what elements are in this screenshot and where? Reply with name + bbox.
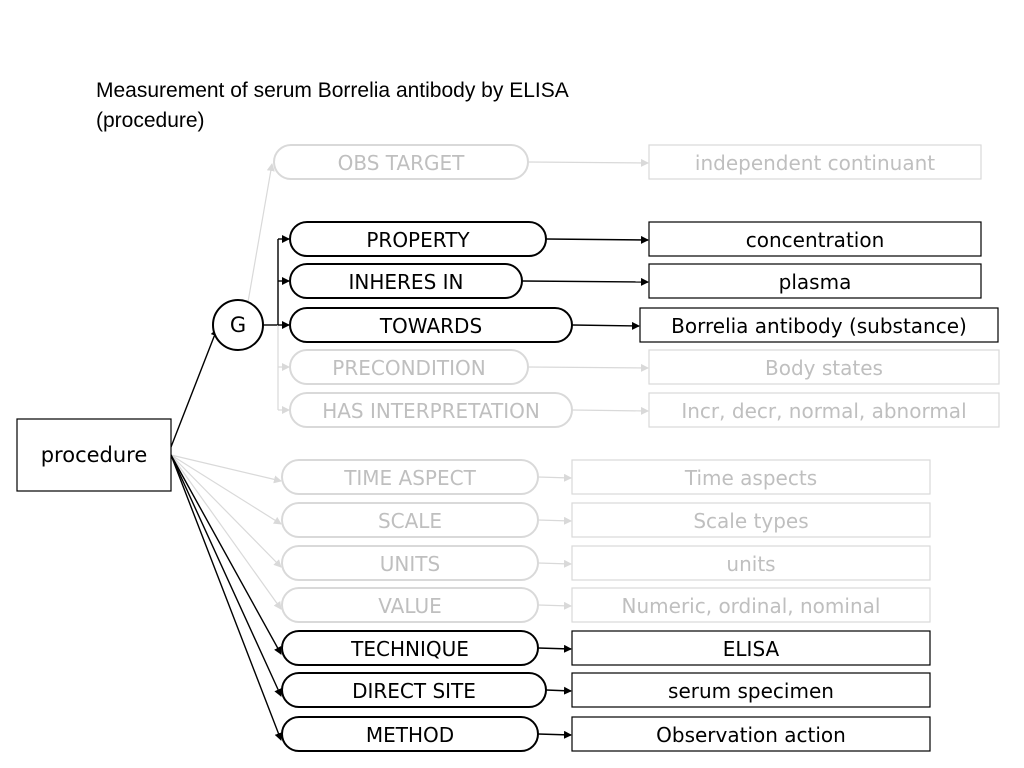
- value-box-units: [571, 545, 931, 581]
- edge-scale-to-value: [537, 516, 572, 525]
- edge-root-to-group: [170, 328, 219, 448]
- diagram-title: Measurement of serum Borrelia antibody b…: [96, 76, 736, 136]
- value-box-property: [648, 221, 982, 257]
- edge-towards-to-value: [571, 321, 640, 330]
- attribute-pill-property: [289, 221, 547, 257]
- attribute-pill-time-aspect: [281, 459, 539, 495]
- edges-layer: [170, 158, 649, 741]
- value-label-method: Observation action: [656, 723, 846, 747]
- value-box-technique: [571, 630, 931, 666]
- attribute-label-precondition: PRECONDITION: [332, 356, 485, 380]
- attribute-pill-direct-site: [281, 672, 547, 708]
- edge-technique-to-value: [537, 644, 572, 653]
- value-label-units: units: [726, 552, 775, 576]
- attribute-pill-technique: [281, 630, 539, 666]
- value-box-inheres-in: [648, 263, 982, 299]
- edge-group-to-obs-target: [247, 163, 275, 303]
- value-label-scale: Scale types: [693, 509, 808, 533]
- value-box-method: [571, 716, 931, 752]
- group-node-circle: [212, 299, 264, 351]
- edge-has-interpretation-to-value: [571, 406, 649, 415]
- attribute-label-obs-target: OBS TARGET: [338, 151, 466, 175]
- nodes-layer: procedure G OBS TARGET independent continua…: [16, 144, 1000, 752]
- edge-precondition-to-value: [527, 363, 649, 372]
- value-label-obs-target: independent continuant: [695, 151, 935, 175]
- title-line-2: (procedure): [96, 109, 205, 132]
- edge-property-to-value: [545, 235, 649, 244]
- attribute-label-inheres-in: INHERES IN: [349, 270, 464, 294]
- edge-obs-target-to-value: [527, 158, 649, 167]
- edge-units-to-value: [537, 559, 572, 568]
- edge-inheres-in-to-value: [521, 277, 649, 286]
- attribute-label-value: VALUE: [378, 594, 442, 618]
- value-box-scale: [571, 502, 931, 538]
- attribute-pill-has-interpretation: [289, 392, 573, 428]
- root-procedure-box: [16, 418, 172, 492]
- edge-method-to-value: [537, 730, 572, 739]
- value-label-inheres-in: plasma: [779, 270, 852, 294]
- attribute-label-has-interpretation: HAS INTERPRETATION: [322, 399, 540, 423]
- attribute-label-property: PROPERTY: [366, 228, 470, 252]
- value-label-technique: ELISA: [723, 637, 780, 661]
- edge-root-to-time-aspect: [170, 454, 282, 484]
- value-label-time-aspect: Time aspects: [684, 466, 817, 490]
- value-label-towards: Borrelia antibody (substance): [671, 314, 967, 338]
- attribute-pill-value: [281, 587, 539, 623]
- attribute-label-direct-site: DIRECT SITE: [352, 679, 476, 703]
- edge-direct-site-to-value: [545, 686, 572, 695]
- edge-root-to-method: [170, 454, 283, 741]
- value-box-has-interpretation: [648, 392, 1000, 428]
- attribute-pill-scale: [281, 502, 539, 538]
- attribute-pill-method: [281, 716, 539, 752]
- value-box-precondition: [648, 349, 1000, 385]
- value-box-direct-site: [571, 672, 931, 708]
- attribute-pill-units: [281, 545, 539, 581]
- attribute-label-method: METHOD: [366, 723, 454, 747]
- attribute-label-units: UNITS: [380, 552, 440, 576]
- edge-root-to-units: [170, 454, 282, 568]
- attribute-label-towards: TOWARDS: [379, 314, 482, 338]
- value-box-value: [571, 587, 931, 623]
- value-label-property: concentration: [746, 228, 885, 252]
- value-label-direct-site: serum specimen: [668, 679, 834, 703]
- value-label-precondition: Body states: [765, 356, 883, 380]
- attribute-label-scale: SCALE: [378, 509, 442, 533]
- group-node-label: G: [230, 313, 246, 337]
- edge-time-aspect-to-value: [537, 473, 572, 482]
- edge-value-to-value: [537, 601, 572, 610]
- value-box-towards: [639, 307, 999, 343]
- attribute-pill-obs-target: [273, 144, 529, 180]
- attribute-pill-precondition: [289, 349, 529, 385]
- attribute-pill-towards: [289, 307, 573, 343]
- title-line-1: Measurement of serum Borrelia antibody b…: [96, 79, 569, 102]
- attribute-label-technique: TECHNIQUE: [350, 637, 469, 661]
- edge-root-to-scale: [170, 454, 282, 525]
- edge-root-to-value: [170, 454, 282, 610]
- root-procedure-label: procedure: [41, 443, 148, 467]
- value-box-obs-target: [648, 144, 982, 180]
- attribute-label-time-aspect: TIME ASPECT: [343, 466, 476, 490]
- value-box-time-aspect: [571, 459, 931, 495]
- value-label-has-interpretation: Incr, decr, normal, abnormal: [681, 399, 966, 423]
- edge-root-to-technique: [170, 454, 282, 655]
- edge-root-to-direct-site: [170, 454, 282, 697]
- attribute-pill-inheres-in: [289, 263, 523, 299]
- value-label-value: Numeric, ordinal, nominal: [622, 594, 881, 618]
